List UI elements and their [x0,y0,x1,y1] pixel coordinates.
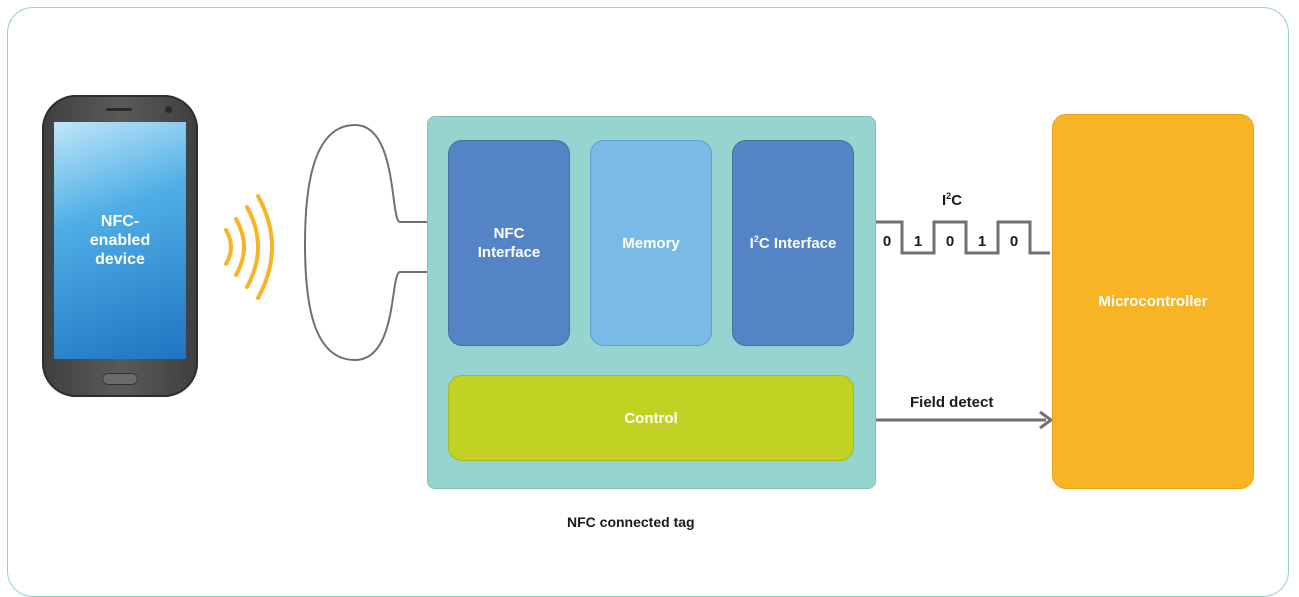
nfc-tag-caption: NFC connected tag [567,514,695,530]
i2c-interface-label: I2C Interface [749,233,837,252]
memory-label: Memory [622,234,680,252]
microcontroller-label: Microcontroller [1098,293,1208,310]
i2c-interface-block: I2C Interface [732,140,854,346]
antenna-loop [303,123,448,362]
bit-label: 1 [913,233,923,250]
field-detect-label: Field detect [910,394,994,411]
arrowhead-icon [1039,410,1054,430]
bit-label: 0 [882,233,892,250]
nfc-interface-label: NFC Interface [477,225,541,261]
i2c-waveform [854,220,1050,255]
nfc-phone: NFC- enabled device [42,95,198,397]
bit-label: 1 [977,233,987,250]
phone-camera [165,106,172,113]
memory-block: Memory [590,140,712,346]
i2c-bus-label: I2C [942,191,963,210]
microcontroller-block: Microcontroller [1052,114,1254,489]
phone-home-button [102,373,138,385]
bit-label: 0 [945,233,955,250]
phone-screen: NFC- enabled device [54,122,186,359]
diagram-connections [224,123,1054,430]
bit-label: 0 [1009,233,1019,250]
control-block: Control [448,375,854,461]
phone-speaker [106,108,132,111]
nfc-signal-icon [224,194,274,300]
phone-label: NFC- enabled device [89,213,151,268]
nfc-interface-block: NFC Interface [448,140,570,346]
control-label: Control [624,409,678,427]
